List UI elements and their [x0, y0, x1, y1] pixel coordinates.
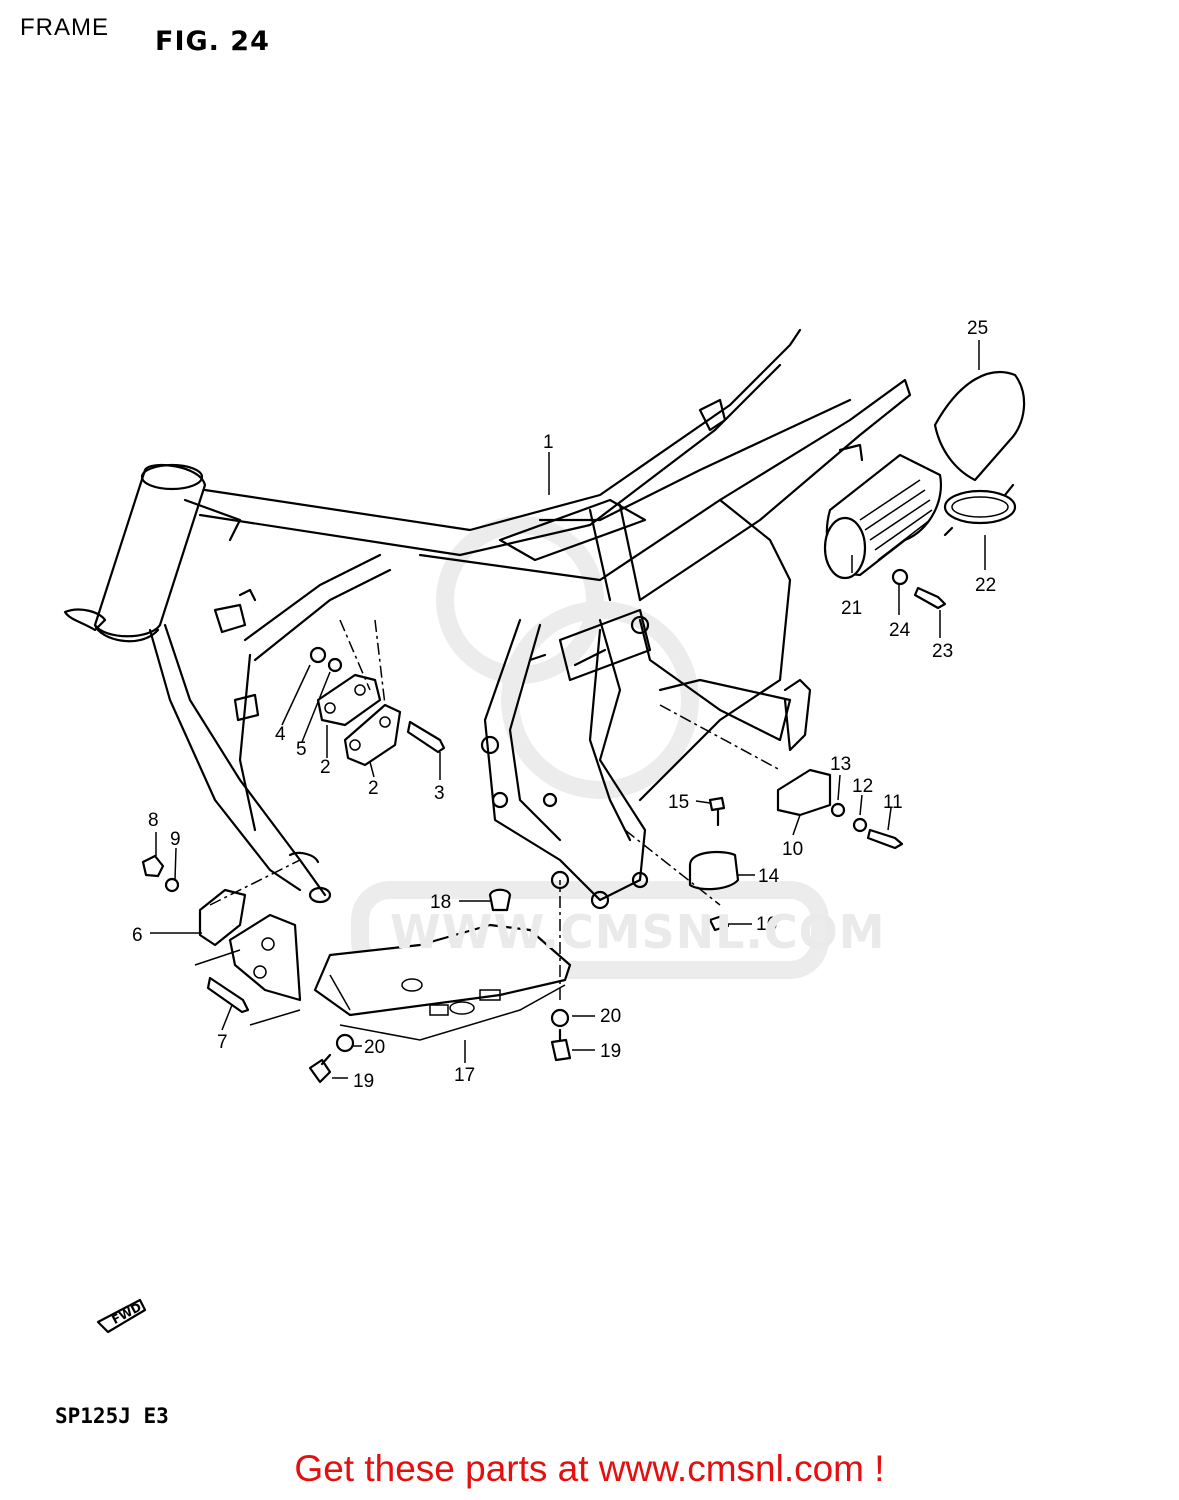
- watermark: WWW.CMSNL.COM: [390, 905, 886, 959]
- callout-22: 22: [975, 575, 996, 596]
- callout-9: 9: [170, 829, 181, 850]
- callout-15: 15: [668, 792, 689, 813]
- callout-7: 7: [217, 1032, 228, 1053]
- engine-brackets: [309, 619, 446, 767]
- callout-21: 21: [841, 598, 862, 619]
- air-box-parts: [823, 370, 1026, 610]
- callout-16: 16: [756, 914, 777, 935]
- callout-3: 3: [434, 783, 445, 804]
- callout-10: 10: [782, 839, 803, 860]
- callout-8: 8: [148, 810, 159, 831]
- figure-number: FIG. 24: [155, 26, 270, 57]
- callout-25: 25: [967, 318, 988, 339]
- page-title: FRAME: [20, 14, 109, 41]
- callout-2b: 2: [368, 778, 379, 799]
- rubber-parts: [624, 704, 904, 932]
- lower-plates: [141, 854, 302, 1026]
- callout-11: 11: [883, 792, 903, 813]
- callout-20b: 20: [600, 1006, 621, 1027]
- callout-13: 13: [830, 754, 851, 775]
- callout-5: 5: [296, 739, 307, 760]
- callout-4: 4: [275, 724, 286, 745]
- callout-14: 14: [758, 866, 780, 887]
- callout-19a: 19: [353, 1071, 374, 1092]
- skid-plate: [308, 880, 572, 1084]
- callout-18: 18: [430, 892, 451, 913]
- callout-12: 12: [852, 776, 873, 797]
- fwd-label: FWD: [109, 1300, 143, 1327]
- leader-lines: [150, 340, 986, 1079]
- callout-20a: 20: [364, 1037, 385, 1058]
- model-code: SP125J E3: [55, 1404, 169, 1428]
- forward-arrow: FWD: [96, 1298, 147, 1334]
- callout-2a: 2: [320, 757, 331, 778]
- callout-6: 6: [132, 925, 143, 946]
- callout-24: 24: [889, 620, 911, 641]
- callout-labels: 1 2 2 3 4 5 6 7 8 9 10 11 12 13 14 15 16…: [132, 318, 996, 1092]
- callout-17: 17: [454, 1065, 475, 1086]
- callout-19b: 19: [600, 1041, 621, 1062]
- watermark-logo: [351, 516, 829, 979]
- callout-23: 23: [932, 641, 953, 662]
- cta-link[interactable]: Get these parts at www.cmsnl.com !: [294, 1448, 885, 1489]
- main-frame: [63, 328, 912, 910]
- callout-1: 1: [543, 432, 554, 453]
